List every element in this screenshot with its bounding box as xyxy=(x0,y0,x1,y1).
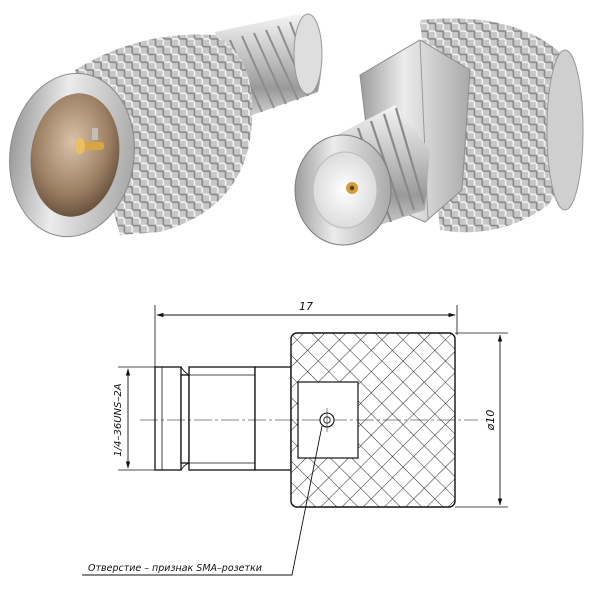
note-leader xyxy=(82,425,323,576)
connector-photo-front xyxy=(9,13,323,238)
length-dimension xyxy=(154,305,458,370)
diameter-dimension xyxy=(455,332,508,508)
marker-hole xyxy=(319,408,335,432)
socket-insulator xyxy=(312,151,378,229)
note-label: Отверстие – признак SMA–розетки xyxy=(88,563,262,574)
copper-interior xyxy=(30,93,120,217)
technical-drawing xyxy=(82,305,508,576)
drawing-threaded-part xyxy=(154,366,292,471)
diameter-label: ø10 xyxy=(484,410,497,432)
connector-photo-rear xyxy=(294,18,584,246)
length-label: 17 xyxy=(299,300,313,313)
thread-label: 1/4–36UNS–2A xyxy=(113,383,124,456)
center-pin xyxy=(75,128,104,154)
thread-dimension xyxy=(118,366,160,471)
